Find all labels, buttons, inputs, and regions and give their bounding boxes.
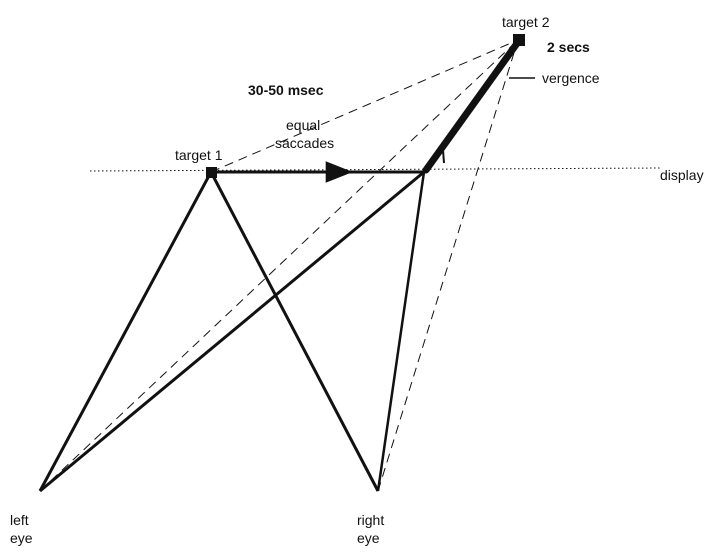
equal-saccades-label-line1: equal [286, 117, 320, 133]
target1-label: target 1 [175, 147, 223, 163]
display-line [89, 167, 661, 172]
right-eye-to-target1-line [209, 171, 380, 492]
target2-marker [513, 34, 525, 46]
right-eye-to-target2-dashed-line [377, 39, 519, 492]
vergence-label: vergence [542, 70, 600, 86]
saccade-timing-label: 30-50 msec [248, 82, 324, 98]
equal-saccades-label-line2: saccades [275, 135, 334, 151]
left-eye-label-line2: eye [10, 530, 33, 546]
left-eye-to-fixation-line [39, 170, 425, 493]
target1-to-target2-dashed-line [210, 39, 519, 173]
left-eye-to-target1-line [38, 171, 213, 492]
vergence-arrowhead [431, 147, 445, 164]
right-eye-label-line1: right [357, 512, 384, 528]
target1-marker [206, 167, 217, 178]
vergence-movement-line [422, 38, 522, 174]
left-eye-label-line1: left [10, 512, 29, 528]
right-eye-label-line2: eye [357, 530, 380, 546]
right-eye-to-fixation-line [376, 171, 426, 492]
display-label: display [660, 167, 704, 183]
left-eye-to-target2-dashed-line [39, 39, 519, 492]
target2-label: target 2 [502, 14, 550, 30]
vergence-timing-label: 2 secs [547, 39, 590, 55]
